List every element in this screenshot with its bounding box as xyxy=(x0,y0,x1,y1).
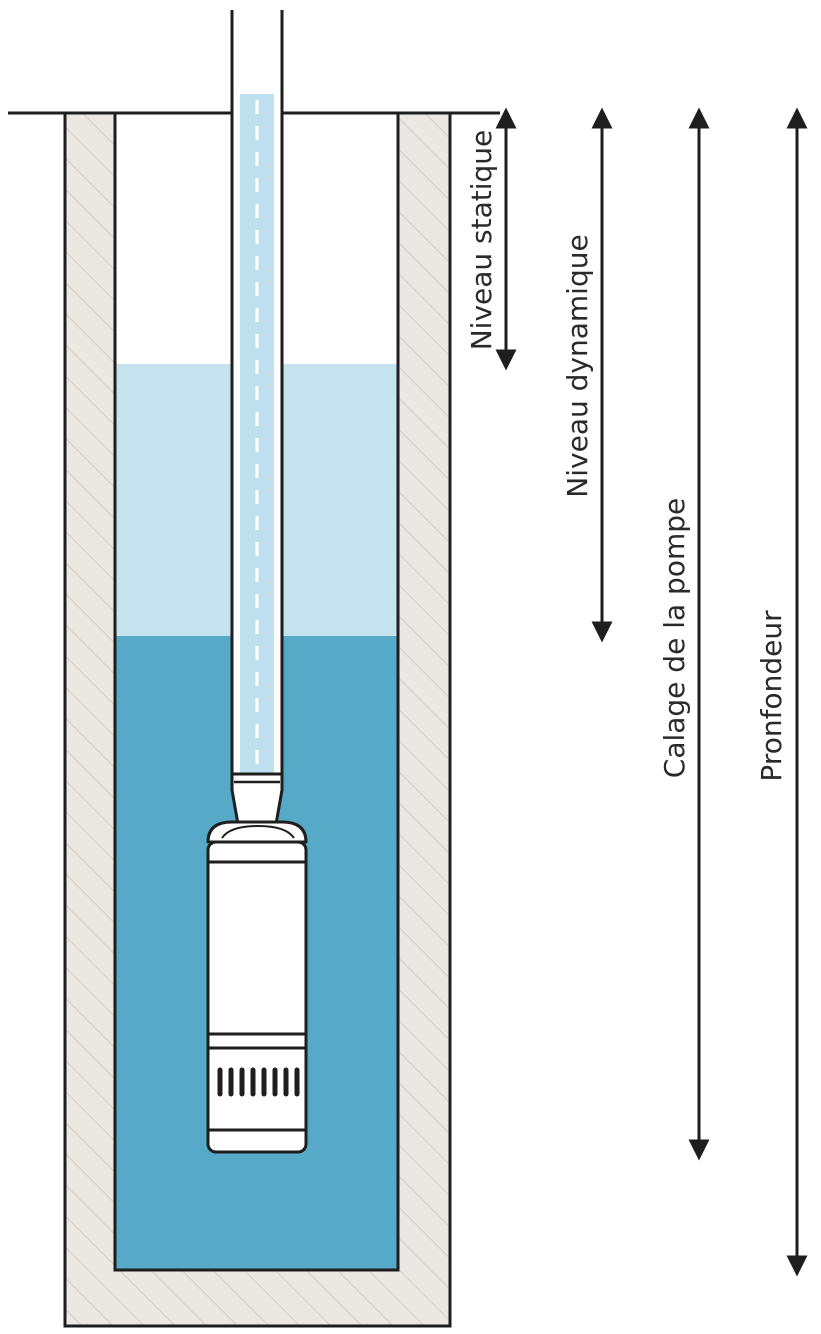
casing-outline xyxy=(63,114,452,1328)
casing-right-wall xyxy=(398,114,450,1326)
well-casing xyxy=(65,114,450,1326)
dynamic-level-label: Niveau dynamique xyxy=(561,234,594,497)
submersible-pump xyxy=(206,772,308,1154)
depth-label: Pronfondeur xyxy=(755,610,788,782)
static-level-label: Niveau statique xyxy=(465,130,498,351)
casing-left-wall xyxy=(65,114,115,1326)
casing-bottom xyxy=(65,1270,450,1326)
pump-setting-label: Calage de la pompe xyxy=(658,498,691,778)
pump-body xyxy=(206,840,308,1154)
pump-intake-grill xyxy=(217,1067,300,1097)
dimension-arrows xyxy=(495,107,808,1277)
pump-head xyxy=(206,820,308,844)
riser-pipe xyxy=(230,10,284,774)
